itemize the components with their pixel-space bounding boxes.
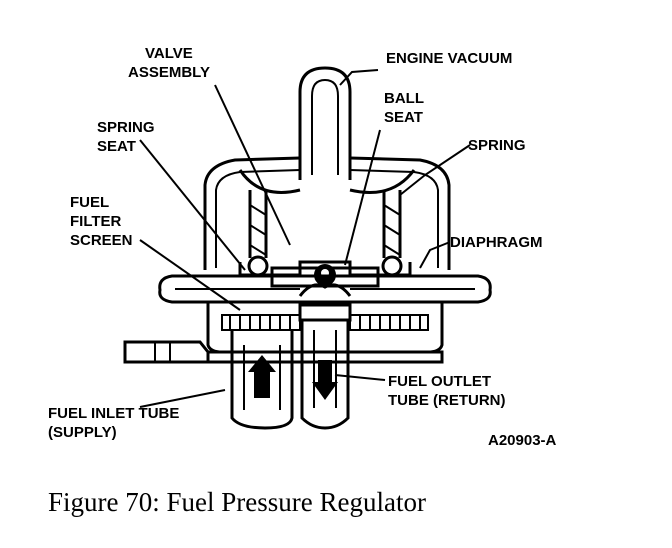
right-spring bbox=[382, 190, 402, 258]
fuel-filter-screen-label-line3: SCREEN bbox=[70, 232, 133, 249]
fuel-filter-screen-label-line2: FILTER bbox=[70, 213, 122, 230]
left-spring bbox=[248, 190, 268, 258]
fuel-filter-screen-label-line1: FUEL bbox=[70, 194, 109, 211]
fuel-outlet-label-line1: FUEL OUTLET bbox=[388, 373, 491, 390]
valve-assembly-label-line1: VALVE bbox=[145, 45, 193, 62]
inlet-tube bbox=[230, 330, 294, 430]
diaphragm-label: DIAPHRAGM bbox=[450, 234, 543, 251]
outlet-tube bbox=[300, 320, 350, 430]
engine-vacuum-label: ENGINE VACUUM bbox=[386, 50, 512, 67]
lower-body bbox=[123, 302, 444, 364]
valve-assembly-label-line2: ASSEMBLY bbox=[128, 64, 210, 81]
diaphragm-flange bbox=[158, 274, 492, 304]
ball-seat-label-line1: BALL bbox=[384, 90, 424, 107]
upper-housing bbox=[203, 156, 451, 270]
inlet-arrow-icon bbox=[248, 355, 276, 398]
spring-seat-label-line1: SPRING bbox=[97, 119, 155, 136]
leader-lines bbox=[139, 69, 471, 408]
spring-seat-label-line2: SEAT bbox=[97, 138, 136, 155]
vacuum-port bbox=[298, 66, 352, 180]
figure-caption: Figure 70: Fuel Pressure Regulator bbox=[48, 487, 426, 517]
fuel-inlet-label-line2: (SUPPLY) bbox=[48, 424, 117, 441]
fuel-outlet-label-line2: TUBE (RETURN) bbox=[388, 392, 506, 409]
part-number-label: A20903-A bbox=[488, 432, 557, 449]
ball-seat-label-line2: SEAT bbox=[384, 109, 423, 126]
fuel-inlet-label-line1: FUEL INLET TUBE bbox=[48, 405, 179, 422]
outlet-arrow-icon bbox=[312, 360, 338, 400]
spring-label: SPRING bbox=[468, 137, 526, 154]
